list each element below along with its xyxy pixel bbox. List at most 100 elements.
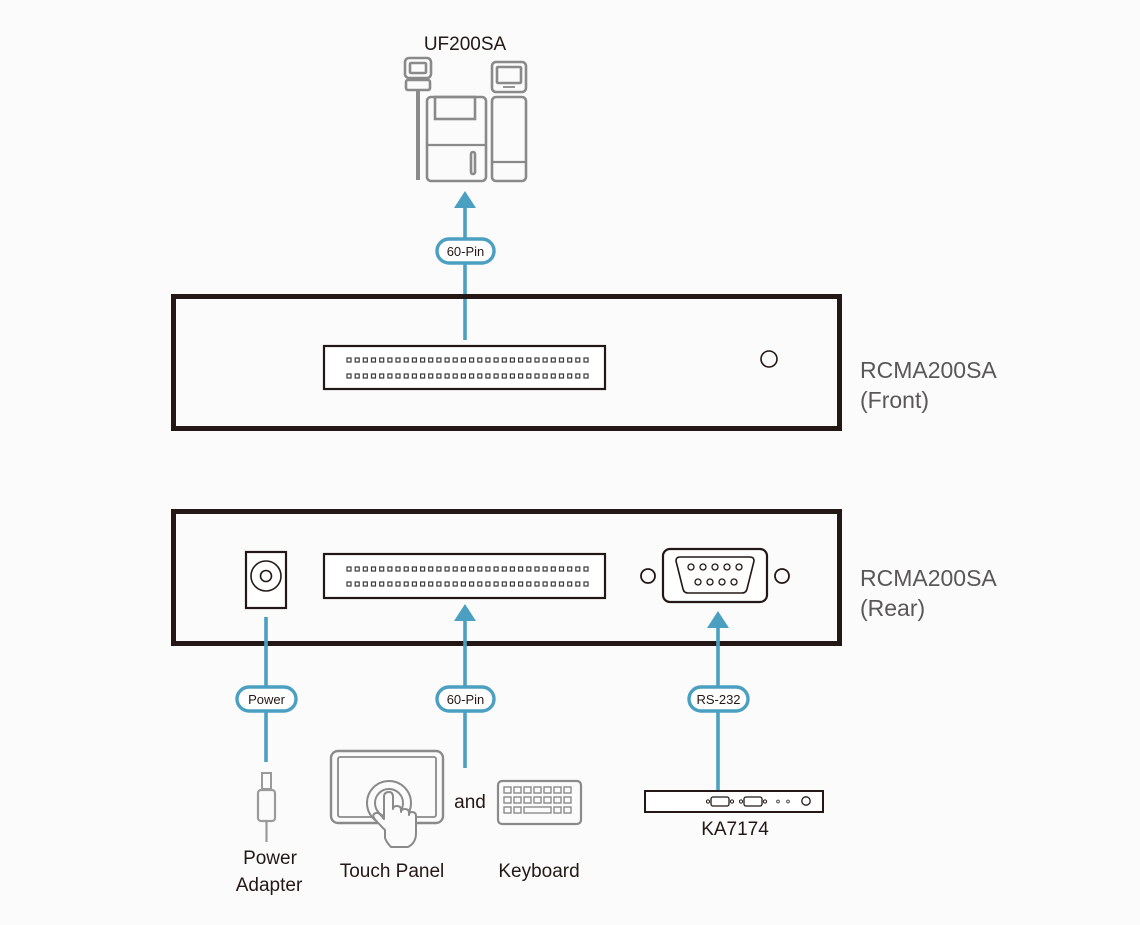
connector-pin bbox=[534, 357, 540, 363]
connector-pin bbox=[387, 581, 393, 587]
touch-panel-label: Touch Panel bbox=[340, 861, 445, 882]
db9-rs232-port bbox=[640, 547, 790, 604]
connector-pin bbox=[395, 566, 401, 572]
connector-pin bbox=[501, 581, 507, 587]
connector-pin bbox=[411, 373, 417, 379]
connector-pin bbox=[477, 566, 483, 572]
uf200sa-device: UF200SA bbox=[403, 34, 528, 183]
connector-pin bbox=[575, 373, 581, 379]
connector-pin bbox=[444, 373, 450, 379]
cable-tag bbox=[235, 685, 298, 713]
connector-pin bbox=[370, 357, 377, 363]
db9-pin bbox=[687, 563, 695, 571]
uf200sa-label: UF200SA bbox=[424, 34, 507, 55]
connector-pin bbox=[477, 373, 483, 379]
connector-pin bbox=[452, 581, 458, 587]
keyboard-icon bbox=[496, 779, 583, 826]
connector-pin bbox=[493, 357, 499, 363]
connector-pin bbox=[534, 566, 540, 572]
connector-pin bbox=[362, 373, 368, 379]
connector-pin bbox=[550, 357, 556, 363]
connector-pin bbox=[354, 373, 360, 379]
connector-pin bbox=[485, 357, 491, 363]
connector-pin bbox=[420, 581, 426, 587]
connector-pin bbox=[436, 357, 442, 363]
keyboard-key bbox=[543, 796, 552, 804]
connector-pin bbox=[379, 357, 385, 363]
connector-pin bbox=[501, 357, 507, 363]
connector-pin bbox=[362, 566, 368, 572]
power-cable: Power bbox=[235, 617, 298, 762]
connector-pin bbox=[493, 373, 499, 379]
connector-pin bbox=[436, 373, 442, 379]
front-unit-side: (Front) bbox=[860, 387, 929, 413]
connector-pin bbox=[362, 357, 368, 363]
power-adapter-label-line2: Adapter bbox=[236, 875, 303, 896]
connector-pin bbox=[469, 373, 475, 379]
keyboard-key bbox=[533, 786, 542, 794]
connector-pin bbox=[346, 357, 352, 363]
connector-pin bbox=[477, 357, 483, 363]
db9-pin bbox=[711, 563, 719, 571]
connector-pin bbox=[460, 566, 466, 572]
connector-pin bbox=[411, 357, 417, 363]
vga-port-small bbox=[738, 796, 768, 807]
cable-tag bbox=[435, 237, 496, 265]
connector-pins-front bbox=[346, 357, 589, 379]
arrow-up-icon bbox=[707, 611, 729, 628]
connector-pin bbox=[370, 373, 377, 379]
connector-pin bbox=[583, 373, 589, 379]
db9-pin bbox=[730, 578, 738, 586]
connector-pin bbox=[346, 581, 352, 587]
connector-pin bbox=[469, 357, 475, 363]
connector-pin bbox=[403, 566, 409, 572]
db9-pin bbox=[706, 578, 714, 586]
connector-pin bbox=[403, 373, 409, 379]
connector-pin bbox=[542, 581, 548, 587]
connector-pin bbox=[501, 373, 507, 379]
connector-pin bbox=[428, 566, 434, 572]
connector-pin bbox=[379, 581, 385, 587]
connector-pin bbox=[362, 581, 368, 587]
cable-label-power: Power bbox=[248, 692, 286, 707]
connector-pin bbox=[550, 581, 556, 587]
connector-pin bbox=[550, 373, 556, 379]
connector-pin bbox=[509, 373, 515, 379]
connector-pin bbox=[517, 357, 524, 363]
connector-pin bbox=[526, 581, 532, 587]
connector-pin bbox=[558, 373, 565, 379]
connector-pin bbox=[509, 581, 515, 587]
rear-unit-side: (Rear) bbox=[860, 595, 925, 621]
keyboard-key bbox=[563, 806, 572, 814]
rs232-cable: RS-232 bbox=[687, 611, 750, 796]
keyboard-key bbox=[543, 786, 552, 794]
connector-pin bbox=[428, 357, 434, 363]
60pin-connector-rear bbox=[322, 552, 607, 600]
connector-pin bbox=[403, 357, 409, 363]
power-adapter-plug-icon bbox=[256, 772, 277, 842]
connector-pin bbox=[509, 357, 515, 363]
cable-tag bbox=[687, 685, 750, 713]
connector-pin bbox=[575, 566, 581, 572]
connector-pin bbox=[526, 566, 532, 572]
connector-pin bbox=[583, 566, 589, 572]
connector-pin bbox=[477, 581, 483, 587]
keyboard-key bbox=[503, 806, 512, 814]
keyboard-key bbox=[513, 796, 522, 804]
connector-pin bbox=[411, 581, 417, 587]
connector-pin bbox=[370, 566, 377, 572]
and-label: and bbox=[454, 792, 486, 813]
connector-pin bbox=[526, 357, 532, 363]
arrow-up-icon bbox=[454, 604, 476, 621]
keyboard-key bbox=[563, 796, 572, 804]
cable-label-60pin-front: 60-Pin bbox=[447, 244, 485, 259]
connector-pin bbox=[411, 566, 417, 572]
connector-pin bbox=[452, 373, 458, 379]
ka7174-label: KA7174 bbox=[701, 819, 769, 840]
connector-pin bbox=[460, 357, 466, 363]
connector-pin bbox=[452, 357, 458, 363]
connector-pin bbox=[509, 566, 515, 572]
keyboard-key bbox=[563, 786, 572, 794]
front-unit-name: RCMA200SA bbox=[860, 357, 997, 383]
rcma200sa-front-panel bbox=[171, 294, 842, 431]
